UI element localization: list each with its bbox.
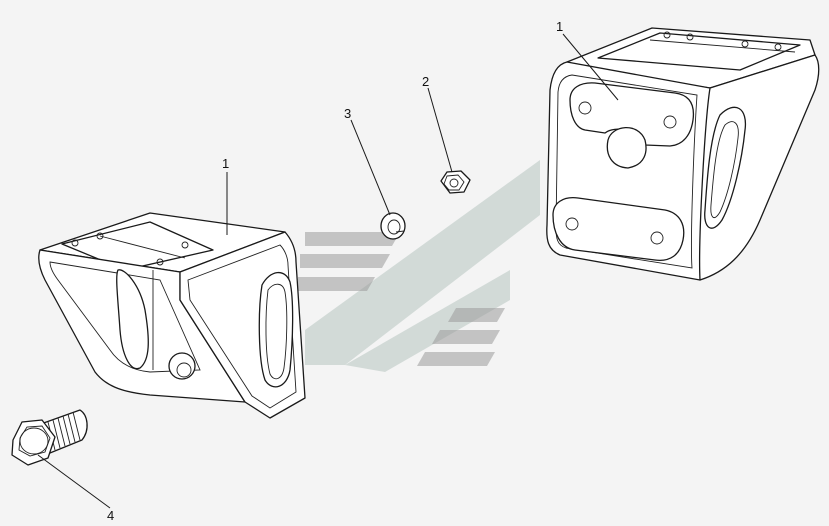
watermark-logo bbox=[298, 160, 540, 372]
callout-label-3: 3 bbox=[344, 106, 351, 121]
leader-line-1-right bbox=[562, 33, 619, 101]
callout-label-1-left: 1 bbox=[222, 156, 229, 171]
nut-part bbox=[440, 170, 471, 194]
left-bracket-part bbox=[38, 212, 306, 419]
right-bracket-part bbox=[546, 27, 820, 281]
bolt-part bbox=[11, 409, 88, 466]
leader-line-4 bbox=[37, 454, 111, 509]
washer-part bbox=[380, 212, 406, 240]
callout-label-4: 4 bbox=[107, 508, 114, 523]
callout-labels: 1 1 2 3 4 bbox=[107, 19, 563, 523]
leader-line-2 bbox=[427, 87, 453, 173]
callout-label-1-right: 1 bbox=[556, 19, 563, 34]
leader-line-3 bbox=[350, 119, 391, 216]
leader-lines bbox=[37, 33, 619, 509]
callout-label-2: 2 bbox=[422, 74, 429, 89]
